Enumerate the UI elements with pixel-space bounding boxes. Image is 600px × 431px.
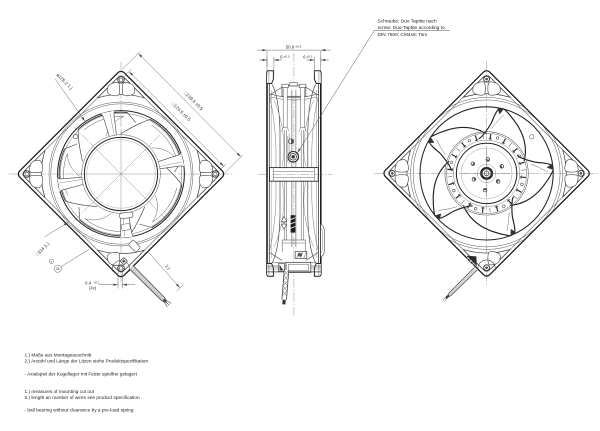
svg-text:±0.3: ±0.3 [306,55,312,59]
svg-text:±0.3: ±0.3 [284,55,290,59]
svg-text:+0.1: +0.1 [94,280,100,284]
svg-text:2.) length an number of wires: 2.) length an number of wires see produc… [25,395,140,401]
svg-text:1.) Maße aus Montageauschnitt: 1.) Maße aus Montageauschnitt [25,352,92,358]
svg-text:50.8: 50.8 [286,45,295,50]
svg-text:DIN 7500; CM4x8; Torx: DIN 7500; CM4x8; Torx [378,32,428,38]
svg-text:1.) measures of mounting cut o: 1.) measures of mounting cut out [25,389,95,395]
svg-text:2.) Anzahl und Länge der Litze: 2.) Anzahl und Länge der Litzen siehe Pr… [25,359,149,365]
svg-text:±0.5: ±0.5 [295,45,301,49]
svg-text:(4x): (4x) [89,285,97,290]
svg-text:- ball bearing without clearan: - ball bearing without clearance by a pr… [25,408,134,414]
svg-text:- Axialspiel der Kugellager mi: - Axialspiel der Kugellager mit Feder sp… [25,371,138,377]
svg-text:Schraube: Duo Taptite nach: Schraube: Duo Taptite nach [378,19,437,25]
svg-text:31: 31 [56,267,60,271]
svg-text:screw: Duo-Taptite according t: screw: Duo-Taptite according to [378,25,446,31]
